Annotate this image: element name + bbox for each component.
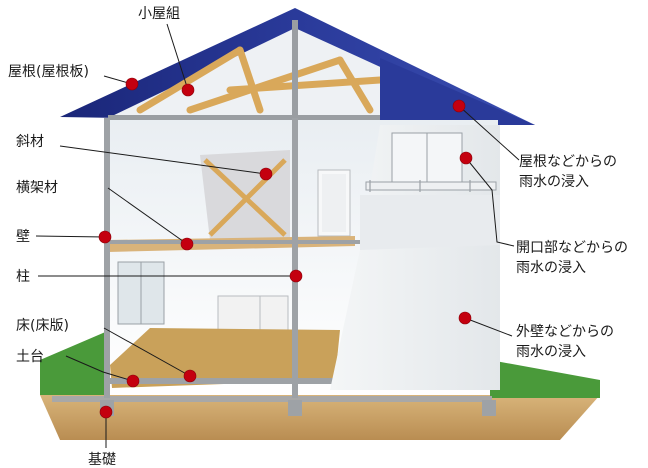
label-wall-leak-2: 雨水の浸入 xyxy=(516,344,586,360)
label-wall-leak-1: 外壁などからの xyxy=(516,324,614,340)
marker-yane xyxy=(125,77,139,91)
label-dodai: 土台 xyxy=(16,349,44,365)
label-shazai: 斜材 xyxy=(16,134,44,150)
marker-hashira xyxy=(289,269,303,283)
label-yane: 屋根(屋根板) xyxy=(8,64,89,80)
leader-wall-leak xyxy=(464,317,513,337)
label-oukakezai: 横架材 xyxy=(16,180,58,196)
label-hashira: 柱 xyxy=(16,269,30,285)
marker-dodai xyxy=(126,374,140,388)
roof xyxy=(60,8,535,125)
leader-oukakezai xyxy=(107,187,188,245)
label-kiso: 基礎 xyxy=(88,451,116,468)
label-kabe: 壁 xyxy=(16,229,30,245)
label-opening-leak-1: 開口部などからの xyxy=(516,240,628,256)
leader-opening-leak xyxy=(465,157,515,247)
ground xyxy=(40,330,600,440)
leader-yuka xyxy=(103,327,191,377)
marker-shazai xyxy=(259,167,273,181)
marker-wall-leak xyxy=(458,311,472,325)
label-yuka: 床(床版) xyxy=(16,318,69,334)
labels: 小屋組 屋根(屋根板) 斜材 横架材 壁 柱 床(床版) 土台 基礎 屋根などか… xyxy=(8,6,628,468)
leader-dodai xyxy=(65,355,134,382)
leader-koyagumi xyxy=(166,23,189,91)
marker-yuka xyxy=(183,369,197,383)
leader-lines xyxy=(35,23,520,448)
exterior-wall xyxy=(330,125,500,390)
leader-shazai xyxy=(59,145,267,175)
label-roof-leak-1: 屋根などからの xyxy=(519,154,617,170)
leader-kabe xyxy=(35,235,106,238)
label-opening-leak-2: 雨水の浸入 xyxy=(516,260,586,276)
marker-opening-leak xyxy=(459,151,473,165)
marker-kabe xyxy=(98,230,112,244)
marker-kiso xyxy=(99,405,113,419)
markers xyxy=(98,77,473,419)
label-roof-leak-2: 雨水の浸入 xyxy=(519,174,589,190)
marker-koyagumi xyxy=(181,83,195,97)
marker-roof-leak xyxy=(452,99,466,113)
marker-oukakezai xyxy=(180,237,194,251)
label-koyagumi: 小屋組 xyxy=(138,6,180,22)
leader-roof-leak xyxy=(458,105,520,161)
